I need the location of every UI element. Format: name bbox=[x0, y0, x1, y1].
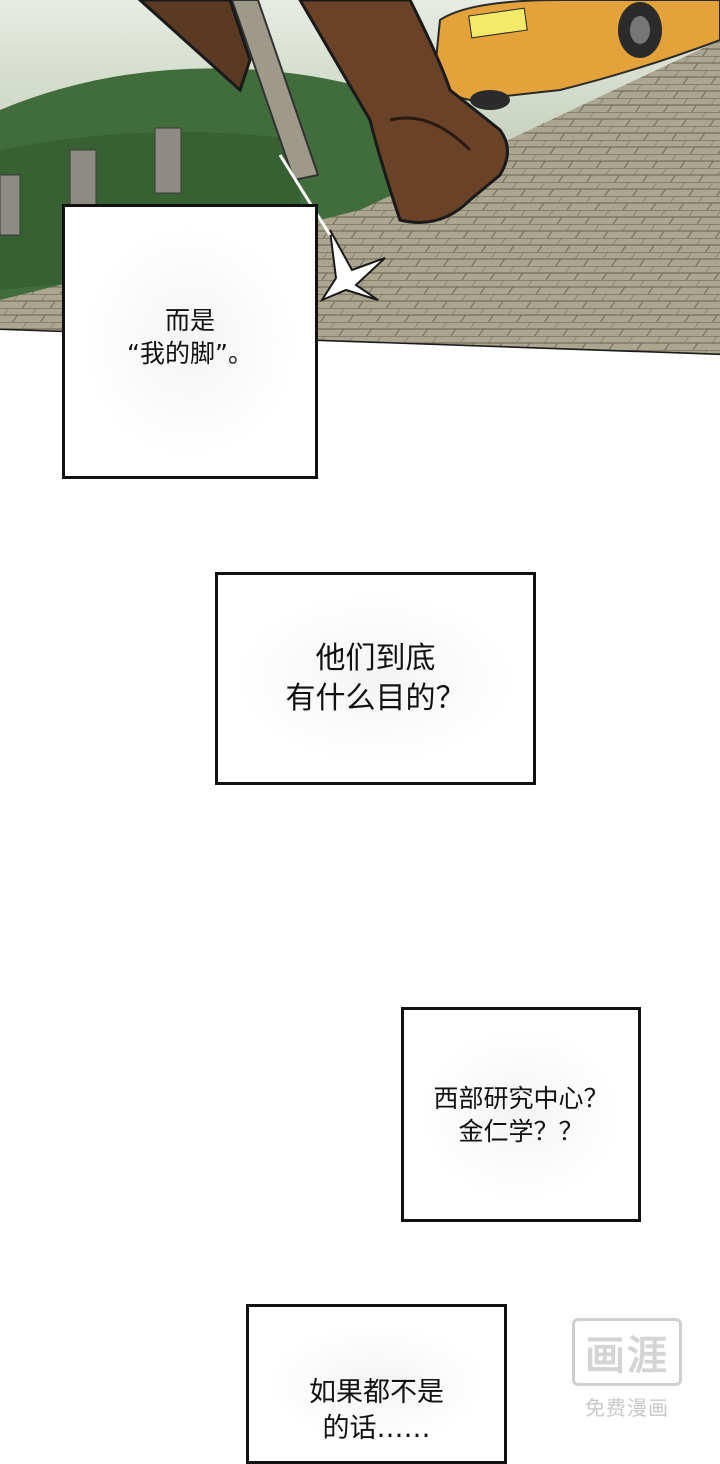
bollard bbox=[69, 149, 97, 211]
leg-and-shoe bbox=[137, 0, 509, 224]
caption-box-3: 西部研究中心？ 金仁学？？ bbox=[401, 1007, 641, 1222]
bollard bbox=[154, 127, 182, 194]
caption-text-4: 如果都不是 的话…… bbox=[309, 1377, 444, 1444]
watermark: 画涯 免费漫画 bbox=[562, 1312, 692, 1422]
watermark-logo: 画涯 bbox=[572, 1318, 682, 1386]
caption-text-3: 西部研究中心？ 金仁学？？ bbox=[433, 1083, 609, 1146]
impact-spark bbox=[319, 229, 386, 303]
lamp-pole bbox=[230, 0, 320, 182]
caption-box-2: 他们到底 有什么目的？ bbox=[215, 572, 536, 785]
car bbox=[434, 0, 720, 110]
caption-box-1: 而是 “我的脚”。 bbox=[62, 204, 318, 479]
caption-text-1: 而是 “我的脚”。 bbox=[127, 305, 253, 368]
bollard bbox=[0, 174, 21, 236]
caption-box-4: 如果都不是 的话…… bbox=[246, 1304, 507, 1464]
watermark-subtitle: 免费漫画 bbox=[585, 1396, 669, 1420]
caption-text-2: 他们到底 有什么目的？ bbox=[285, 640, 466, 716]
